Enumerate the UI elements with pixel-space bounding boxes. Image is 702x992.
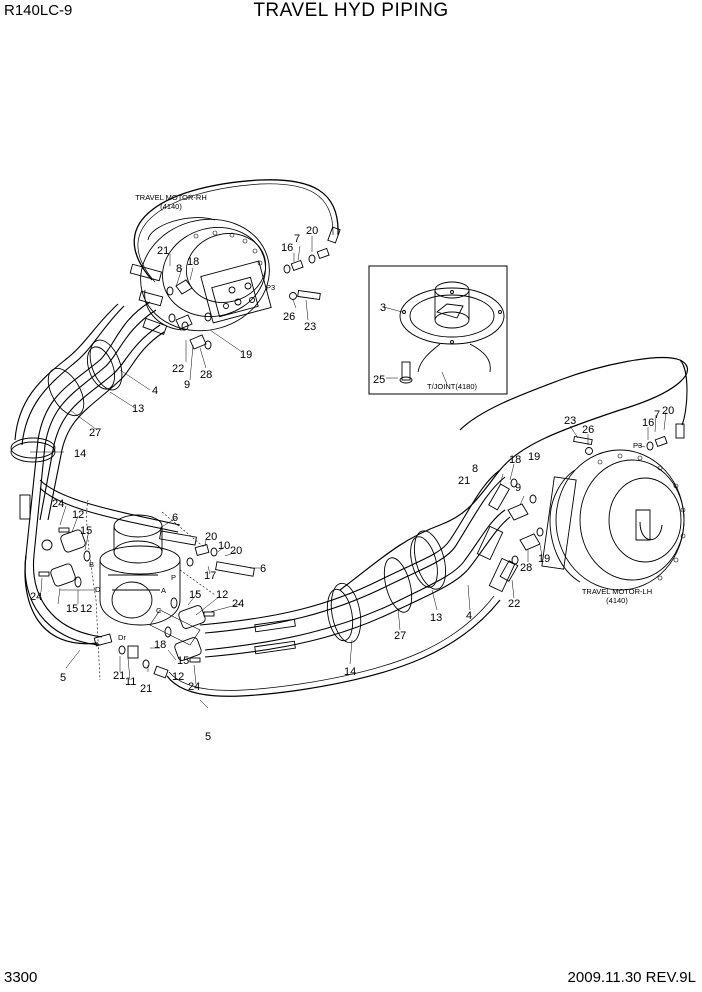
part-callout: 12 — [72, 509, 84, 521]
part-callout: 18 — [509, 454, 521, 466]
part-callout: 21 — [458, 475, 470, 487]
part-callout: 22 — [172, 363, 184, 375]
part-callout: 14 — [74, 448, 86, 460]
part-callout: 16 — [642, 417, 654, 429]
part-callout: 22 — [508, 598, 520, 610]
part-callout: 24 — [30, 591, 42, 603]
part-callout: 23 — [564, 415, 576, 427]
part-callout: 18 — [187, 256, 199, 268]
part-callout: 15 — [189, 589, 201, 601]
part-callout: 24 — [232, 598, 244, 610]
part-callout: 6 — [260, 563, 266, 575]
port-label: C — [156, 606, 162, 615]
part-callout: 10 — [218, 540, 230, 552]
part-callout: 18 — [154, 639, 166, 651]
port-label: P3 — [266, 283, 275, 292]
hose-bundle-left — [14, 301, 165, 646]
port-label: A — [161, 586, 166, 595]
port-label: B — [89, 560, 94, 569]
part-callout: 13 — [430, 612, 442, 624]
part-callout: 15 — [66, 603, 78, 615]
part-callout: 9 — [515, 482, 521, 494]
part-callout: 12 — [216, 589, 228, 601]
port-label: P3 — [633, 441, 642, 450]
part-callout: 26 — [283, 311, 295, 323]
rh-fittings — [129, 247, 330, 350]
revision-date: 2009.11.30 REV.9L — [567, 969, 696, 986]
part-callout: 19 — [538, 553, 550, 565]
part-callout: 17 — [204, 570, 216, 582]
part-callout: 4 — [152, 385, 158, 397]
motor-lh-name: TRAVEL MOTOR-LH — [582, 587, 652, 596]
part-callout: 24 — [52, 498, 64, 510]
part-callout: 3 — [380, 302, 386, 314]
part-callout: 28 — [200, 369, 212, 381]
part-callout: 6 — [172, 512, 178, 524]
travel-motor-rh — [140, 217, 272, 332]
part-callout: 19 — [240, 349, 252, 361]
part-callout: 21 — [157, 245, 169, 257]
tjoint-label: T/JOINT(4180) — [427, 382, 478, 391]
part-callout: 5 — [205, 731, 211, 743]
t-joint-inset — [368, 265, 508, 395]
part-callout: 13 — [132, 403, 144, 415]
part-callout: 12 — [172, 671, 184, 683]
part-callout: 20 — [205, 531, 217, 543]
part-callout: 14 — [344, 666, 356, 678]
page-number: 3300 — [4, 969, 38, 986]
motor-lh-ref: (4140) — [606, 596, 628, 605]
port-label: Dr — [118, 633, 126, 642]
part-callout: 5 — [60, 672, 66, 684]
part-callout: 21 — [140, 683, 152, 695]
part-callout: 27 — [394, 630, 406, 642]
travel-motor-lh — [541, 449, 686, 591]
part-callout: 23 — [304, 321, 316, 333]
part-callout: 27 — [89, 427, 101, 439]
part-callout: 8 — [176, 263, 182, 275]
part-callout: 24 — [188, 681, 200, 693]
part-callout: 16 — [281, 242, 293, 254]
part-callout: 4 — [466, 610, 472, 622]
part-callout: 20 — [662, 405, 674, 417]
part-callout: 21 — [113, 670, 125, 682]
port-label: D — [95, 585, 101, 594]
part-callout: 28 — [520, 562, 532, 574]
part-callout: 15 — [80, 525, 92, 537]
part-callout: 7 — [654, 409, 660, 421]
part-callout: 19 — [528, 451, 540, 463]
motor-rh-name: TRAVEL MOTOR-RH — [135, 193, 207, 202]
part-callout: 20 — [230, 545, 242, 557]
model-number: R140LC-9 — [4, 2, 73, 19]
page-title: TRAVEL HYD PIPING — [253, 0, 449, 21]
part-callout: 9 — [184, 379, 190, 391]
part-callout: 7 — [294, 233, 300, 245]
port-label: P — [171, 573, 176, 582]
part-callout: 20 — [306, 225, 318, 237]
part-callout: 8 — [472, 463, 478, 475]
motor-rh-ref: (4140) — [160, 202, 182, 211]
part-callout: 11 — [125, 676, 136, 688]
part-callout: 12 — [80, 603, 92, 615]
part-callout: 26 — [582, 424, 594, 436]
part-callout: 25 — [373, 374, 385, 386]
part-callout: 15 — [177, 655, 189, 667]
